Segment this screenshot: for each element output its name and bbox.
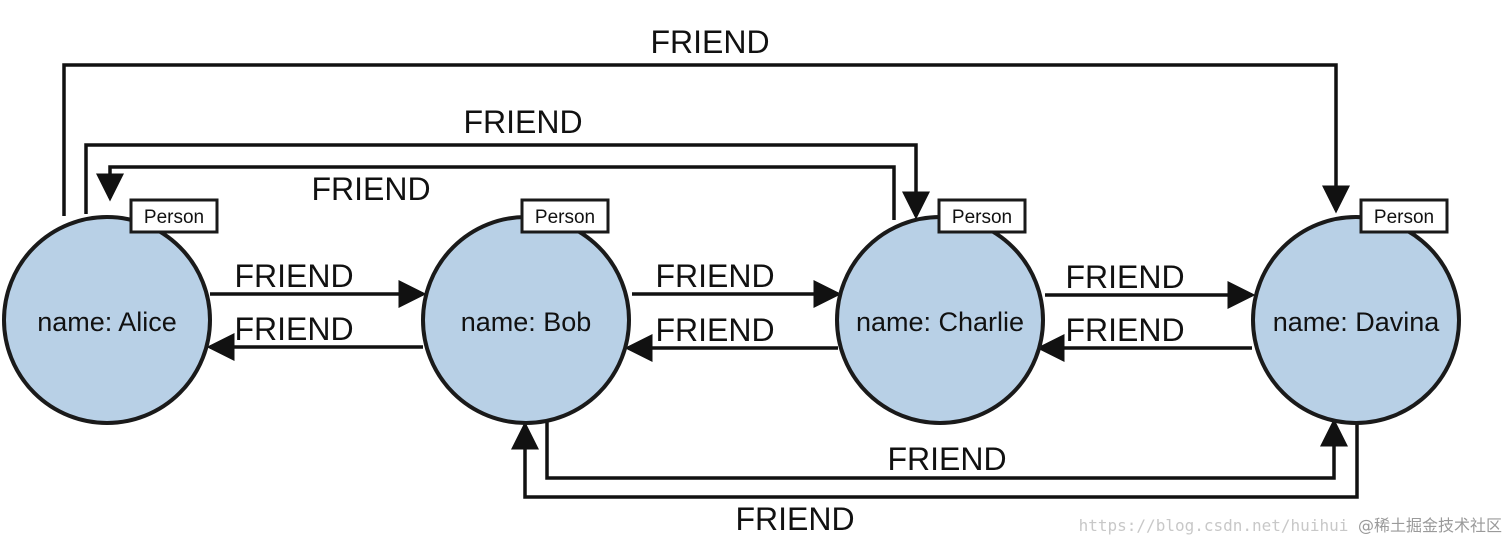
edge-label-bob-davina: FRIEND xyxy=(887,441,1006,477)
node-tag-box-alice xyxy=(129,198,219,234)
node-tag-bob: Person xyxy=(535,207,595,228)
edge-alice-davina xyxy=(62,63,1350,216)
node-bob: name: Bob Person xyxy=(421,198,631,425)
watermark: https://blog.csdn.net/huihui @稀土掘金技术社区 xyxy=(1079,512,1502,536)
node-tag-charlie: Person xyxy=(952,207,1012,228)
edge-bob-davina xyxy=(545,418,1348,480)
edge-label-alice-bob: FRIEND xyxy=(234,258,353,294)
edge-label-alice-davina: FRIEND xyxy=(650,24,769,60)
edge-label-charlie-bob: FRIEND xyxy=(655,312,774,348)
node-label-bob: name: Bob xyxy=(461,307,592,337)
node-alice: name: Alice Person xyxy=(2,198,219,425)
node-tag-davina: Person xyxy=(1374,207,1434,228)
node-label-davina: name: Davina xyxy=(1273,307,1441,337)
edge-label-davina-charlie: FRIEND xyxy=(1065,312,1184,348)
edge-label-charlie-davina: FRIEND xyxy=(1065,259,1184,295)
edge-label-charlie-alice: FRIEND xyxy=(311,171,430,207)
edge-label-bob-alice: FRIEND xyxy=(234,311,353,347)
edge-davina-bob xyxy=(511,421,1359,499)
node-tag-alice: Person xyxy=(144,207,204,228)
node-tag-box-bob xyxy=(520,198,610,234)
edge-label-alice-charlie: FRIEND xyxy=(463,104,582,140)
watermark-source: @稀土掘金技术社区 xyxy=(1357,516,1502,535)
node-davina: name: Davina Person xyxy=(1251,198,1461,425)
edge-label-davina-bob: FRIEND xyxy=(735,501,854,537)
edge-charlie-alice xyxy=(96,165,896,220)
edge-label-bob-charlie: FRIEND xyxy=(655,258,774,294)
node-tag-box-charlie xyxy=(937,198,1027,234)
edges: FRIEND FRIEND FRIEND FRIEND FRIEND FRIEN… xyxy=(62,24,1359,537)
node-charlie: name: Charlie Person xyxy=(835,198,1045,425)
node-label-charlie: name: Charlie xyxy=(856,307,1024,337)
edge-alice-charlie xyxy=(84,143,930,220)
node-label-alice: name: Alice xyxy=(37,307,177,337)
watermark-url: https://blog.csdn.net/huihui xyxy=(1078,516,1349,535)
node-tag-box-davina xyxy=(1359,198,1449,234)
